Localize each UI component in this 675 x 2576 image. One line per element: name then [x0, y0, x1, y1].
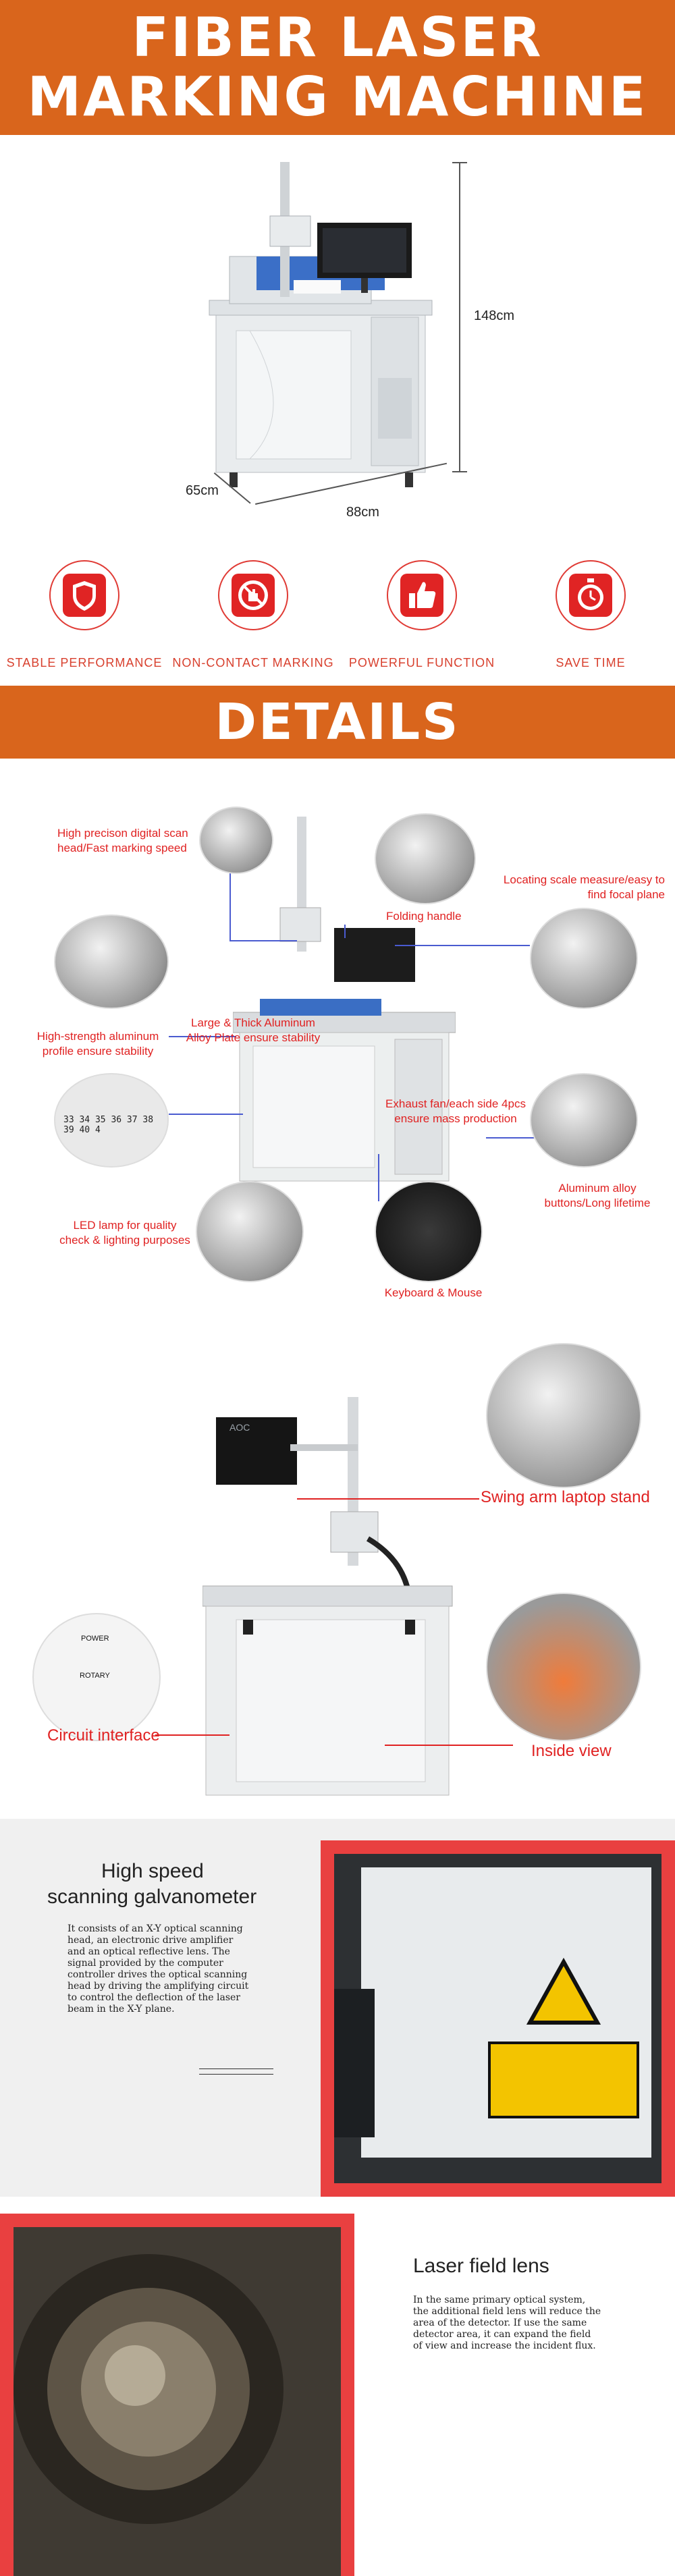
callout-keyboard: Keyboard & Mouse: [384, 1286, 483, 1299]
feature-savetime: SAVE TIME: [506, 553, 675, 675]
callout-buttons: Aluminum alloy buttons/Long lifetime: [544, 1182, 651, 1209]
connector-line: [155, 1734, 230, 1736]
machine-product-image: [209, 162, 433, 487]
buttons-photo: [530, 1073, 638, 1168]
machine-detail-image: [233, 817, 456, 1182]
connector-line: [344, 925, 346, 938]
feature-stable: STABLE PERFORMANCE: [0, 553, 169, 675]
led-lamp-photo: [196, 1181, 304, 1282]
details-banner: DETAILS: [0, 686, 675, 759]
galvo-section: High speed scanning galvanometer It cons…: [0, 1819, 675, 2197]
callout-focal-scale: Locating scale measure/easy to find foca…: [503, 873, 665, 901]
galvo-body: It consists of an X-Y optical scanning h…: [68, 1923, 249, 2015]
height-dimension: 148cm: [474, 308, 515, 323]
galvo-title-line2: scanning galvanometer: [47, 1886, 257, 1908]
machine-front-image: AOC: [202, 1397, 453, 1796]
scale-numbers: 33 34 35 36 37 38 39 40 4: [63, 1115, 154, 1135]
connector-line: [378, 1154, 379, 1201]
feature-label: NON-CONTACT MARKING: [172, 656, 334, 669]
callout-exhaust-fan: Exhaust fan/each side 4pcs ensure mass p…: [385, 1097, 526, 1125]
lens-title: Laser field lens: [413, 2255, 549, 2277]
details-callout-diagram: 33 34 35 36 37 38 39 40 4 High precison …: [0, 776, 675, 1303]
lens-photo: [14, 2227, 341, 2576]
callout-folding-handle: Folding handle: [386, 910, 462, 923]
callout-alloy-plate: Large & Thick Aluminum Alloy Plate ensur…: [186, 1016, 321, 1044]
folding-handle-photo: [375, 813, 476, 904]
galvo-photo: [334, 1854, 662, 2183]
power-label: POWER: [81, 1635, 109, 1643]
rotary-label: ROTARY: [80, 1672, 110, 1680]
aluminum-profile-photo: [54, 914, 169, 1009]
connector-line: [297, 1498, 479, 1500]
hero-banner: FIBER LASER MARKING MACHINE: [0, 0, 675, 135]
callout-led-lamp: LED lamp for quality check & lighting pu…: [59, 1219, 190, 1246]
features-row: STABLE PERFORMANCE NON-CONTACT MARKING P…: [0, 553, 675, 675]
inside-view-photo: [486, 1593, 641, 1741]
connector-line: [230, 840, 231, 940]
callout-circuit: Circuit interface: [47, 1726, 160, 1745]
scale-strip-photo: 33 34 35 36 37 38 39 40 4: [54, 1073, 169, 1168]
scan-head-photo: [199, 806, 273, 874]
shield-icon: [49, 560, 119, 630]
height-dimension-line: [452, 162, 467, 472]
thumbs-up-icon: [387, 560, 457, 630]
callout-aluminum-profile: High-strength aluminum profile ensure st…: [36, 1030, 159, 1058]
connector-line: [385, 1745, 513, 1746]
connector-line: [395, 945, 530, 946]
feature-powerful: POWERFUL FUNCTION: [338, 553, 506, 675]
galvo-title-line1: High speed: [101, 1860, 204, 1882]
feature-noncontact: NON-CONTACT MARKING: [169, 553, 338, 675]
lens-section: Laser field lens In the same primary opt…: [0, 2197, 675, 2576]
circuit-interface-photo: POWER ROTARY: [32, 1613, 161, 1741]
galvo-divider: [199, 2068, 273, 2069]
hero-title-line2: MARKING MACHINE: [27, 65, 648, 128]
callout-scan-head: High precison digital scan head/Fast mar…: [57, 827, 188, 854]
details-swing-arm-section: AOC POWER ROTARY Swing arm laptop stand …: [0, 1323, 675, 1822]
callout-inside: Inside view: [531, 1742, 612, 1760]
connector-line: [169, 1036, 236, 1037]
no-touch-hand-icon: [218, 560, 288, 630]
feature-label: STABLE PERFORMANCE: [6, 656, 163, 669]
connector-line: [230, 940, 297, 941]
connector-line: [486, 1137, 560, 1139]
depth-dimension: 65cm: [186, 483, 219, 498]
keyboard-photo: [375, 1181, 483, 1282]
focal-scale-photo: [530, 908, 638, 1009]
galvo-divider: [199, 2074, 273, 2075]
width-dimension: 88cm: [346, 505, 379, 520]
monitor-brand-label: AOC: [230, 1422, 250, 1433]
feature-label: SAVE TIME: [556, 656, 626, 669]
stopwatch-icon: [556, 560, 626, 630]
connector-line: [169, 1114, 243, 1115]
feature-label: POWERFUL FUNCTION: [348, 656, 495, 669]
hero-title-line1: FIBER LASER: [132, 6, 543, 69]
lens-body: In the same primary optical system, the …: [413, 2295, 601, 2351]
swing-arm-photo: [486, 1343, 641, 1488]
callout-swing-arm: Swing arm laptop stand: [481, 1488, 650, 1506]
